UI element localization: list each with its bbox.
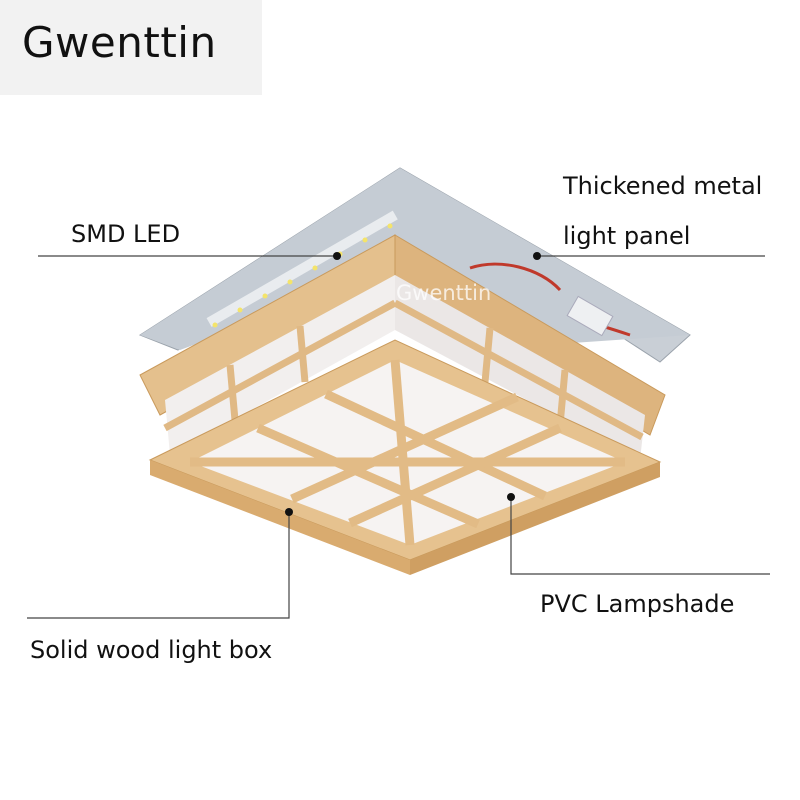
callout-smd-led: SMD LED — [71, 220, 181, 248]
callout-dots — [285, 252, 541, 516]
brand-name: Gwenttin — [22, 18, 217, 67]
callout-wood-box: Solid wood light box — [30, 636, 273, 664]
callout-metal-panel-line2: light panel — [563, 222, 691, 250]
driver-box — [566, 295, 614, 337]
wood-box-right-side — [394, 234, 666, 436]
callout-pvc-lampshade: PVC Lampshade — [540, 590, 735, 618]
watermark-text: Gwenttin — [396, 281, 492, 305]
bottom-lattice — [190, 359, 625, 546]
smd-led-strip — [206, 210, 398, 328]
callout-lines — [27, 255, 770, 619]
brand-banner: Gwenttin — [0, 0, 262, 95]
callout-metal-panel-line1: Thickened metal — [563, 172, 763, 200]
